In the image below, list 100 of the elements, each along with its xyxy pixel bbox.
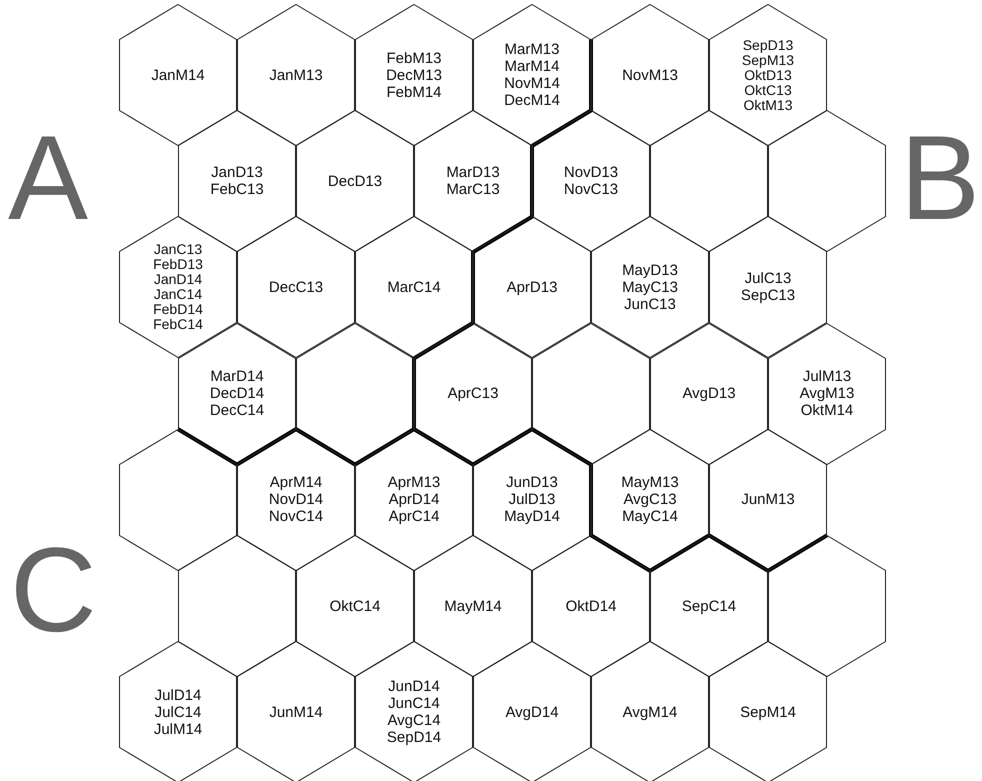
cell-label: DecD14 [210, 385, 264, 402]
hexagon-cell [119, 216, 237, 358]
cell-label: NovM13 [622, 66, 678, 84]
cell-label: MarM13 [504, 41, 560, 58]
cell-label: JulD14 [154, 686, 202, 704]
hexagon-cell [296, 110, 414, 252]
hexagon-cell [414, 110, 532, 252]
cell-label: OktC13 [744, 82, 792, 98]
hexagon-cell [355, 428, 473, 571]
cell-label: FebD13 [153, 257, 203, 272]
cell-label: MarC13 [446, 181, 500, 198]
cell-label: FebD14 [153, 302, 203, 318]
cell-label: FebC14 [153, 317, 203, 332]
hexagon-cell [591, 216, 709, 358]
cell-label: JulM14 [154, 720, 202, 738]
hexagon-cell [355, 641, 473, 781]
cell-label: AprC14 [388, 508, 440, 526]
cell-label: JulM13 [802, 368, 852, 386]
cell-label: DecC13 [268, 278, 324, 296]
cell-label: MayC14 [622, 508, 678, 526]
cell-label: AprC13 [448, 385, 498, 402]
cell-label: JunD13 [506, 474, 558, 492]
cell-label: DecD13 [328, 172, 382, 190]
cell-label: AvgD14 [505, 704, 559, 721]
hexagon-cell [296, 322, 414, 465]
hexagon-cell [709, 428, 827, 571]
hexagon-cell [473, 216, 591, 358]
cell-label: AvgD13 [682, 385, 736, 402]
hexagon-cell [768, 110, 886, 252]
cell-label: DecM14 [504, 92, 560, 109]
hexagon-cell [532, 110, 650, 252]
hexagon-cell [650, 322, 768, 465]
region-letter: C [10, 530, 97, 650]
hexagon-cell [709, 641, 827, 781]
cell-label: JunD14 [388, 678, 440, 696]
cell-label: JunM13 [741, 491, 795, 508]
cell-label: OktC14 [330, 598, 380, 614]
hexagon-cell [178, 535, 296, 677]
cell-label: JanD13 [211, 164, 263, 182]
cell-label: AvgC14 [387, 712, 441, 730]
cell-label: OktM14 [800, 402, 854, 420]
hexagon-cell [473, 4, 591, 146]
cell-label: SepM13 [742, 52, 794, 68]
hexagon-cell [237, 641, 355, 781]
cell-label: NovM14 [504, 75, 560, 92]
cell-label: DecM13 [386, 66, 442, 84]
hexagon-cell [473, 428, 591, 571]
cell-label: MayD13 [622, 262, 678, 279]
cell-label: AvgM13 [800, 385, 854, 402]
hexagon-cell [709, 4, 827, 146]
cell-label: JanD14 [154, 272, 202, 288]
cell-label: SepC13 [740, 287, 796, 304]
cell-label: MarD14 [210, 368, 264, 386]
hexagon-cell [355, 216, 473, 358]
cell-label: AprD13 [506, 278, 558, 296]
cell-label: JanM13 [269, 66, 323, 84]
cell-label: JulC14 [154, 704, 202, 721]
hexagon-cell [119, 641, 237, 781]
hexagon-cell [237, 428, 355, 571]
region-letter: A [8, 118, 88, 238]
cell-label: AprD14 [388, 491, 440, 508]
hexagon-cell [768, 322, 886, 465]
cell-label: JanC14 [154, 287, 202, 302]
cell-label: JulD13 [508, 491, 556, 508]
cell-label: JunC14 [388, 695, 440, 712]
hexagon-cell [650, 535, 768, 677]
cell-label: JanM14 [151, 66, 205, 84]
hexagon-cell [119, 4, 237, 146]
cell-label: JulC13 [744, 270, 792, 288]
cell-label: MayM14 [444, 598, 502, 614]
cell-label: NovC13 [564, 181, 618, 198]
cell-label: JunC13 [624, 296, 676, 313]
cell-label: FebM14 [386, 84, 442, 100]
hexagon-cell [532, 322, 650, 465]
cell-label: AvgC13 [623, 491, 677, 508]
cell-label: MarD13 [446, 164, 500, 182]
hexagon-cell [473, 641, 591, 781]
cell-label: SepD14 [386, 729, 442, 746]
cell-label: MayC13 [622, 278, 678, 296]
cell-label: MayD14 [504, 508, 560, 526]
hexagon-cell [414, 535, 532, 677]
cell-label: FebM13 [386, 50, 442, 66]
region-letter: B [900, 118, 980, 238]
cell-label: AprM13 [388, 474, 440, 492]
cell-label: AvgM14 [622, 704, 678, 721]
cell-label: MayM13 [621, 474, 679, 492]
hexagon-cell [591, 428, 709, 571]
cell-label: OktD14 [566, 598, 616, 614]
cell-label: JanC13 [154, 242, 202, 258]
hexagon-cell [591, 641, 709, 781]
hexagon-cell [532, 535, 650, 677]
cell-label: MarC14 [387, 278, 441, 296]
hexagon-cell [355, 4, 473, 146]
cell-label: NovD13 [564, 164, 618, 182]
cell-label: NovD14 [268, 491, 324, 508]
cell-label: FebC13 [210, 181, 264, 198]
hexagon-cell [650, 110, 768, 252]
cell-label: AprM14 [270, 474, 322, 492]
cell-label: SepD13 [742, 38, 794, 52]
hexagon-cell [414, 322, 532, 465]
